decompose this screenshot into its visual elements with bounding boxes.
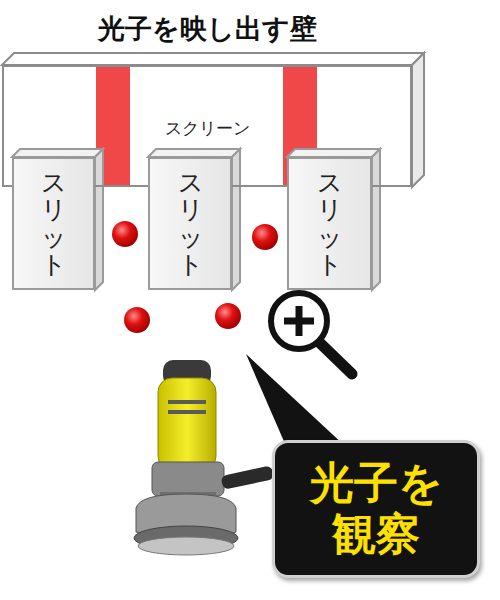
- callout-tail: [246, 354, 345, 446]
- callout-box: 光子を 観察: [272, 440, 480, 578]
- callout-text: 光子を 観察: [275, 458, 477, 559]
- slit-faces: [12, 149, 380, 290]
- grinder-illustration: [134, 360, 274, 555]
- magnifier-icon: [271, 293, 352, 374]
- slit-block: スリット: [148, 157, 232, 290]
- slit-block: スリット: [287, 157, 372, 290]
- slit-block: スリット: [12, 157, 95, 290]
- slit-label: スリット: [178, 169, 203, 279]
- slit-label: スリット: [317, 169, 342, 279]
- screen-label: スクリーン: [4, 117, 410, 140]
- slit-label: スリット: [41, 169, 66, 279]
- wall-heading: 光子を映し出す壁: [4, 11, 410, 47]
